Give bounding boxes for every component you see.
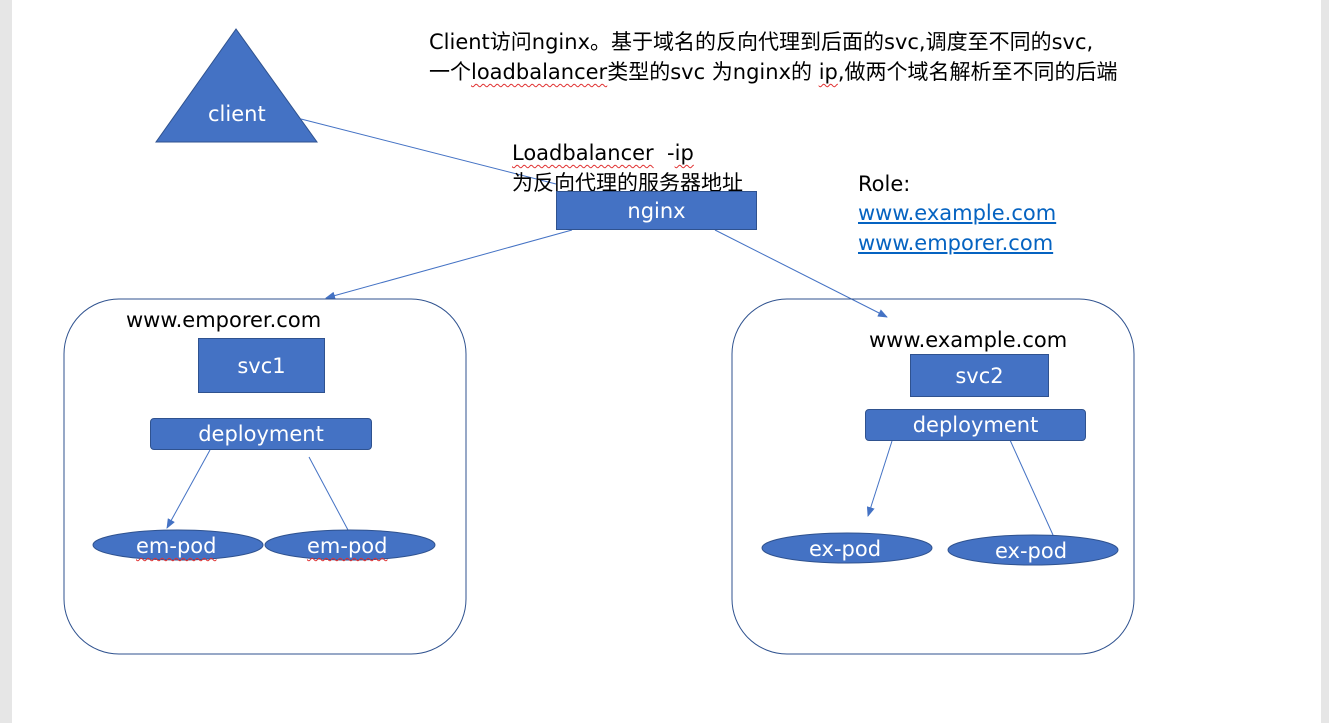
role-link-example[interactable]: www.example.com bbox=[858, 201, 1057, 225]
loadbalancer-note: Loadbalancer -ip 为反向代理的服务器地址 bbox=[512, 143, 743, 203]
em-pod-label-2: em-pod bbox=[307, 534, 388, 558]
ex-deployment-box[interactable]: deployment bbox=[865, 409, 1086, 441]
svc1-box[interactable]: svc1 bbox=[198, 338, 325, 393]
ex-deployment-to-pod2-line bbox=[1009, 439, 1054, 536]
nginx-to-example-arrow bbox=[714, 229, 888, 318]
diagram-canvas bbox=[63, 28, 1135, 655]
nginx-box[interactable]: nginx bbox=[556, 191, 757, 230]
svc2-box[interactable]: svc2 bbox=[910, 354, 1049, 397]
ex-pod-ellipse-1[interactable] bbox=[761, 532, 933, 564]
note-line-1: Client访问nginx。基于域名的反向代理到后面的svc,调度至不同的svc… bbox=[429, 30, 1094, 54]
role-link-emporer[interactable]: www.emporer.com bbox=[858, 231, 1054, 255]
client-triangle[interactable] bbox=[155, 28, 318, 143]
document-page: Client访问nginx。基于域名的反向代理到后面的svc,调度至不同的svc… bbox=[12, 0, 1321, 723]
note-line-2: 一个loadbalancer类型的svc 为nginx的 ip,做两个域名解析至… bbox=[429, 60, 1118, 84]
ex-pod-label-2: ex-pod bbox=[995, 539, 1068, 563]
client-nginx-connector bbox=[300, 118, 557, 185]
nginx-to-emporer-arrow bbox=[325, 229, 573, 300]
em-deployment-to-pod2-line bbox=[308, 456, 349, 531]
role-label: Role: bbox=[858, 172, 911, 196]
lb-note-line-1: Loadbalancer -ip bbox=[512, 141, 694, 165]
em-pod-ellipse-2[interactable] bbox=[264, 529, 436, 561]
em-deployment-box[interactable]: deployment bbox=[150, 418, 372, 450]
ex-deployment-to-pod1-arrow bbox=[866, 440, 893, 517]
emporer-domain-label: www.emporer.com bbox=[126, 308, 322, 332]
description-note: Client访问nginx。基于域名的反向代理到后面的svc,调度至不同的svc… bbox=[429, 32, 1118, 92]
client-label: client bbox=[208, 102, 266, 126]
example-domain-label: www.example.com bbox=[869, 328, 1068, 352]
em-deployment-to-pod1-arrow bbox=[166, 449, 211, 529]
ex-pod-ellipse-2[interactable] bbox=[947, 534, 1119, 566]
lb-note-line-2: 为反向代理的服务器地址 bbox=[512, 171, 743, 195]
example-group-container bbox=[731, 298, 1135, 655]
ex-pod-label-1: ex-pod bbox=[809, 537, 882, 561]
em-pod-ellipse-1[interactable] bbox=[92, 529, 264, 561]
emporer-group-container bbox=[63, 298, 467, 655]
em-pod-label-1: em-pod bbox=[136, 534, 217, 558]
